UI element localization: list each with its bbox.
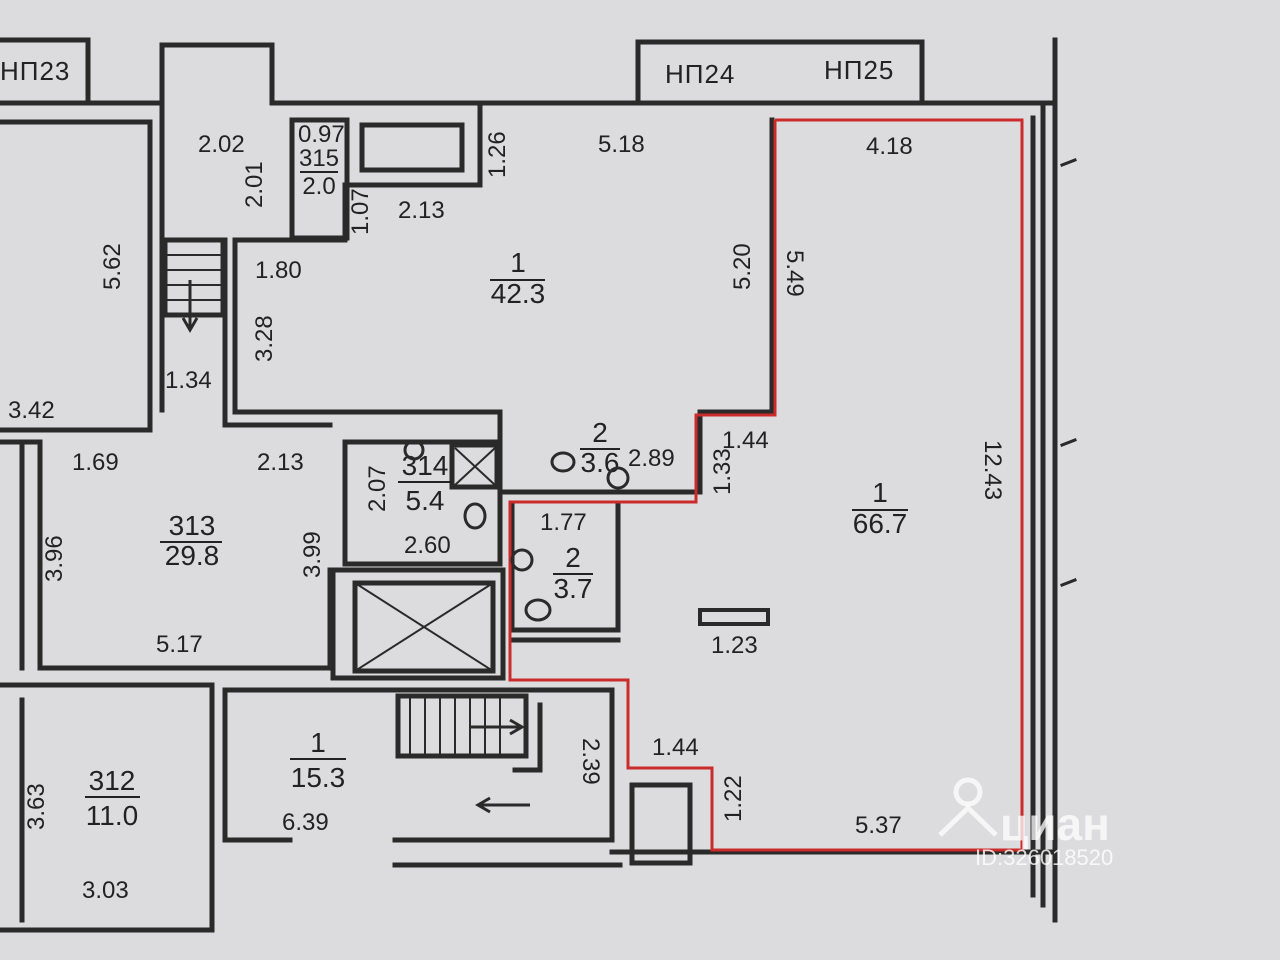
room-area: 3.7 — [554, 573, 593, 604]
dimension-label: 0.97 — [298, 121, 345, 148]
room-area: 29.8 — [165, 540, 220, 571]
room-id: 2 — [592, 417, 608, 448]
room-id: 1 — [872, 477, 888, 508]
dimension-label: 2.13 — [257, 449, 304, 476]
dimension-label: 12.43 — [979, 440, 1006, 500]
dimension-label: 1.33 — [709, 448, 736, 495]
dimension-label: 5.18 — [598, 131, 645, 158]
dimension-label: 3.42 — [8, 397, 55, 424]
sink-icon — [606, 466, 630, 490]
dimension-label: 3.63 — [23, 783, 50, 830]
plumbing-fixtures — [403, 439, 630, 622]
dimension-label: 2.07 — [364, 465, 391, 512]
room-labels: 1 42.3 1 66.7 2 3.6 2 3.7 313 29.8 314 5… — [85, 145, 908, 831]
dimension-label: 1.22 — [720, 775, 747, 822]
unit-tag: НП25 — [824, 55, 894, 85]
room-id: 2 — [565, 542, 581, 573]
dimension-label: 3.03 — [82, 877, 129, 904]
dimension-label: 1.34 — [165, 367, 212, 394]
room-area: 42.3 — [491, 278, 546, 309]
highlighted-premises-outline — [508, 118, 1024, 852]
room-id: 315 — [299, 145, 339, 172]
unit-tag: НП23 — [0, 56, 70, 86]
dimension-label: 2.39 — [577, 738, 604, 785]
room-area: 15.3 — [291, 762, 346, 793]
stair-arrows — [181, 280, 530, 814]
dimension-label: 5.20 — [729, 243, 756, 290]
room-id: 314 — [402, 450, 449, 481]
room-area: 11.0 — [86, 800, 138, 831]
dimension-label: 5.17 — [156, 631, 203, 658]
dimension-label: 2.89 — [628, 445, 675, 472]
room-area: 2.0 — [302, 173, 335, 200]
dimension-label: 3.99 — [299, 531, 326, 578]
dimension-label: 2.01 — [241, 161, 268, 208]
dimension-label: 3.28 — [251, 315, 278, 362]
dimension-label: 1.77 — [540, 509, 587, 536]
dimension-label: 3.96 — [41, 535, 68, 582]
toilet-icon — [550, 451, 576, 473]
dimension-label: 6.39 — [282, 809, 329, 836]
room-area: 3.6 — [581, 447, 620, 478]
unit-tag: НП24 — [665, 59, 735, 89]
unit-tags: НП23 НП24 НП25 — [0, 55, 894, 89]
dimension-label: 5.49 — [781, 250, 808, 297]
dimension-labels: 2.02 0.97 2.01 1.26 5.18 4.18 1.07 2.13 … — [8, 121, 1006, 904]
watermark-id: ID:326018520 — [975, 845, 1113, 870]
room-id: 312 — [89, 765, 136, 796]
toilet-icon — [524, 598, 552, 622]
dimension-label: 1.44 — [722, 427, 769, 454]
toilet-icon — [463, 502, 487, 530]
room-id: 313 — [169, 510, 216, 541]
dimension-label: 5.37 — [855, 812, 902, 839]
dimension-label: 1.23 — [711, 632, 758, 659]
dimension-label: 2.02 — [198, 131, 245, 158]
dimension-label: 1.07 — [347, 188, 374, 235]
watermark-brand: циан — [1000, 798, 1110, 850]
dimension-label: 1.80 — [255, 257, 302, 284]
dimension-label: 2.13 — [398, 197, 445, 224]
dimension-label: 2.60 — [404, 532, 451, 559]
walls — [0, 37, 1077, 933]
watermark: циан ID:326018520 — [938, 777, 1113, 870]
room-area: 66.7 — [853, 508, 908, 539]
room-area: 5.4 — [406, 485, 445, 516]
sink-icon — [510, 548, 534, 572]
sink-icon — [403, 439, 425, 461]
room-id: 1 — [310, 727, 326, 758]
location-pin-icon — [953, 777, 983, 807]
dimension-label: 1.44 — [652, 734, 699, 761]
dimension-label: 5.62 — [99, 243, 126, 290]
dimension-label: 1.69 — [72, 449, 119, 476]
room-id: 1 — [510, 247, 526, 278]
dimension-label: 1.26 — [484, 131, 511, 178]
dimension-label: 4.18 — [866, 133, 913, 160]
